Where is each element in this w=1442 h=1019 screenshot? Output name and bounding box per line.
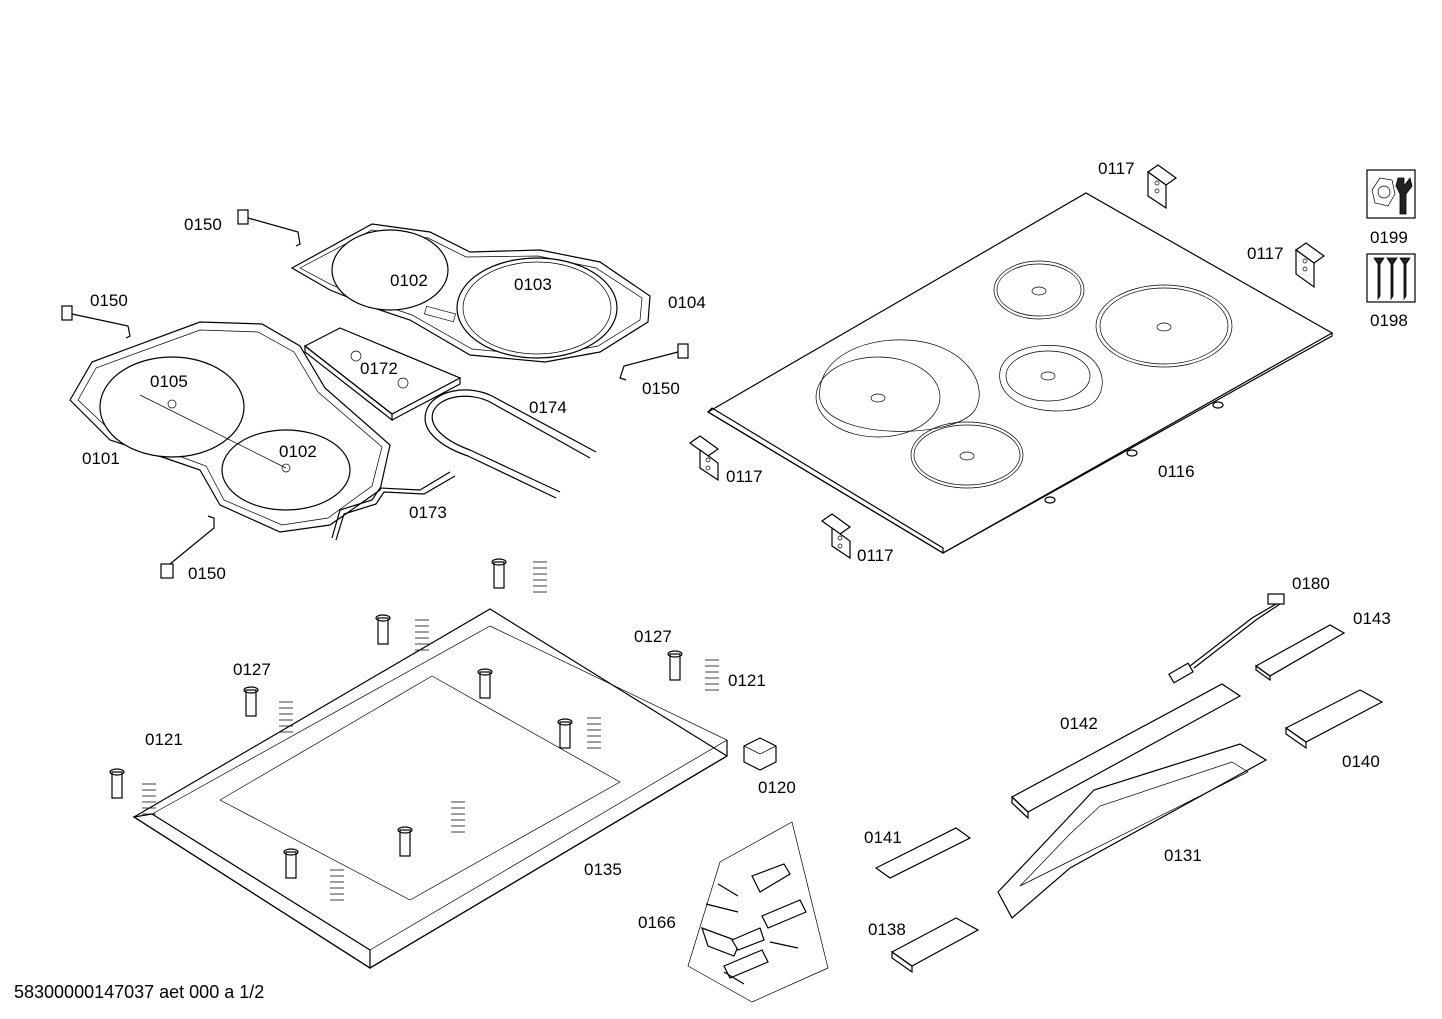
label-0142: 0142 — [1060, 714, 1098, 733]
label-0121-left: 0121 — [145, 730, 183, 749]
label-0199: 0199 — [1370, 228, 1408, 247]
label-0172: 0172 — [360, 359, 398, 378]
label-0131: 0131 — [1164, 846, 1202, 865]
fixing-kit-0166 — [687, 821, 829, 1003]
label-0105: 0105 — [150, 372, 188, 391]
bracket-0117-left — [688, 435, 720, 482]
label-0117-right: 0117 — [1247, 244, 1284, 263]
label-0150-c: 0150 — [642, 379, 680, 398]
ceramic-glass-top — [706, 192, 1334, 555]
label-0173: 0173 — [409, 503, 447, 522]
label-0103: 0103 — [514, 275, 552, 294]
label-0135: 0135 — [584, 860, 622, 879]
label-0121-right: 0121 — [728, 671, 766, 690]
holder-0140 — [1284, 689, 1384, 750]
board-0142 — [1010, 683, 1242, 820]
board-0141 — [874, 827, 972, 879]
box-0120 — [743, 737, 777, 771]
coil-carrier-0101 — [69, 321, 391, 533]
label-0117-top: 0117 — [1098, 159, 1135, 178]
label-0150-a: 0150 — [184, 215, 222, 234]
label-0104: 0104 — [668, 293, 706, 312]
label-0180: 0180 — [1292, 574, 1330, 593]
wrench-nut-icon — [1366, 169, 1416, 219]
bracket-0117-top — [1146, 164, 1178, 210]
label-0198: 0198 — [1370, 311, 1408, 330]
bracket-0117-right — [1294, 242, 1326, 289]
cable-0150-c — [619, 343, 689, 381]
carrier-0131 — [997, 743, 1268, 919]
sensor-0173 — [331, 471, 456, 541]
board-0143 — [1254, 624, 1346, 682]
housing-tray-0135 — [132, 608, 729, 970]
label-0127-left: 0127 — [233, 660, 271, 679]
label-0120: 0120 — [758, 778, 796, 797]
feet-and-springs — [109, 558, 719, 901]
label-0141: 0141 — [864, 828, 902, 847]
cable-0180 — [1168, 593, 1285, 684]
bracket-0117-bottom — [820, 513, 852, 560]
label-0166: 0166 — [638, 913, 676, 932]
label-0117-bottom: 0117 — [857, 546, 894, 565]
label-0127-right: 0127 — [634, 627, 672, 646]
screws-icon — [1366, 253, 1416, 303]
cover-plate-0172 — [303, 327, 462, 422]
coil-carrier-0104 — [290, 223, 651, 363]
cable-0150-b — [61, 305, 131, 339]
label-0102-a: 0102 — [390, 271, 428, 290]
label-0117-left: 0117 — [726, 467, 763, 486]
label-0138: 0138 — [868, 920, 906, 939]
label-0150-d: 0150 — [188, 564, 226, 583]
label-0116: 0116 — [1158, 462, 1195, 481]
label-0174: 0174 — [529, 398, 567, 417]
document-code: 58300000147037 aet 000 a 1/2 — [14, 982, 265, 1002]
label-0101: 0101 — [82, 449, 120, 468]
cable-0150-a — [237, 209, 301, 247]
label-0140: 0140 — [1342, 752, 1380, 771]
cable-0150-d — [160, 515, 215, 579]
label-0150-b: 0150 — [90, 291, 128, 310]
label-0102-b: 0102 — [279, 442, 317, 461]
label-0143: 0143 — [1353, 609, 1391, 628]
holder-0138 — [890, 917, 980, 974]
sensor-0174 — [424, 389, 597, 499]
